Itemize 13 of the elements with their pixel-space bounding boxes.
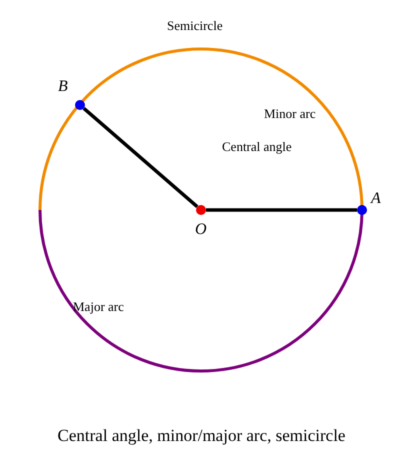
arc-label: Minor arc (264, 106, 316, 122)
arc-label: Central angle (222, 139, 292, 155)
point-dot (196, 205, 206, 215)
radius-line (82, 106, 198, 208)
point-label: A (371, 190, 381, 208)
point-dot (357, 205, 367, 215)
arc-label: Major arc (73, 299, 124, 315)
arc-label: Semicircle (167, 18, 223, 34)
point-label: O (195, 221, 207, 239)
radius-line (206, 208, 357, 212)
point-dot (75, 100, 85, 110)
caption: Central angle, minor/major arc, semicircle (56, 426, 346, 446)
point-label: B (58, 78, 68, 96)
